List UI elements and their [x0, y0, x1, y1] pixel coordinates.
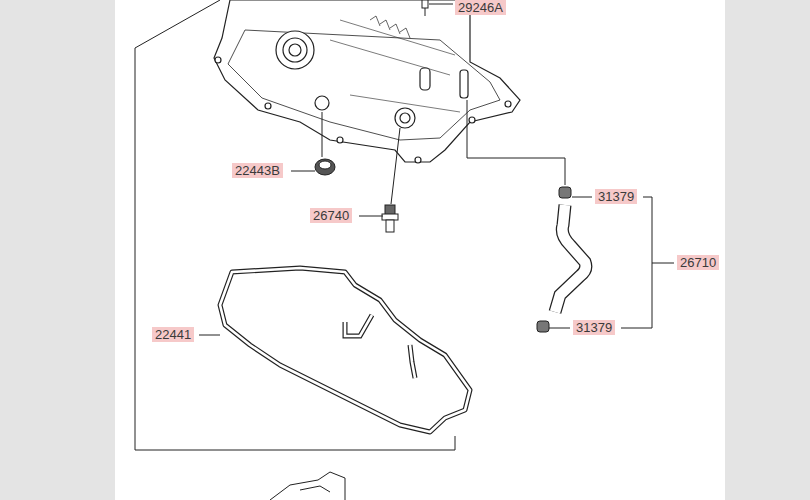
hose [555, 205, 586, 312]
leader-line [199, 4, 674, 335]
callout-number: 26710 [677, 255, 719, 270]
side-band [0, 0, 115, 500]
gasket [220, 268, 470, 432]
callout-number: 26740 [310, 208, 352, 223]
callout-number: 31379 [573, 320, 615, 335]
hose-clip [537, 187, 571, 332]
valve-cover [214, 0, 520, 163]
seal-ring [315, 159, 335, 175]
side-band [725, 0, 810, 500]
callout-number: 22441 [152, 327, 194, 342]
callout-number: 31379 [595, 189, 637, 204]
callout-number: 29246A [455, 0, 506, 15]
bolt [422, 0, 428, 16]
lower-part [270, 472, 345, 500]
pcv-valve [382, 205, 398, 232]
callout-number: 22443B [232, 163, 283, 178]
